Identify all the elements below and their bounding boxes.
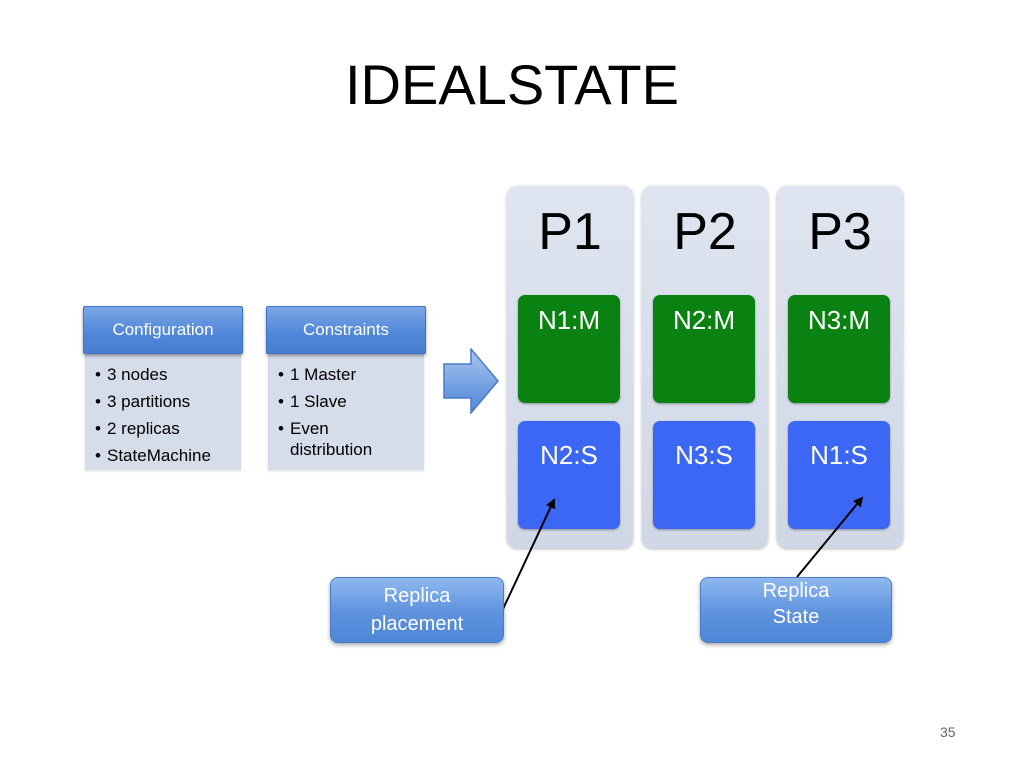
list-item: 3 partitions — [91, 391, 235, 412]
list-item: 1 Slave — [274, 391, 418, 412]
slave-replica-cell: N3:S — [653, 421, 755, 529]
partition-column-p1: P1 N1:M N2:S — [507, 186, 633, 548]
partition-label: P1 — [538, 203, 602, 261]
constraints-list: 1 Master 1 Slave Even distribution — [268, 354, 424, 470]
constraints-box: Constraints 1 Master 1 Slave Even distri… — [266, 306, 426, 470]
partition-column-p3: P3 N3:M N1:S — [777, 186, 903, 548]
master-replica-cell: N2:M — [653, 295, 755, 403]
list-item: 2 replicas — [91, 418, 235, 439]
list-item: 3 nodes — [91, 364, 235, 385]
partition-label: P3 — [808, 203, 872, 261]
list-item: StateMachine — [91, 445, 235, 466]
partition-column-p2: P2 N2:M N3:S — [642, 186, 768, 548]
replica-state-callout: Replica State — [700, 577, 892, 643]
page-number: 35 — [940, 724, 956, 740]
slave-replica-cell: N2:S — [518, 421, 620, 529]
master-replica-cell: N3:M — [788, 295, 890, 403]
configuration-list: 3 nodes 3 partitions 2 replicas StateMac… — [85, 354, 241, 470]
replica-placement-callout: Replica placement — [330, 577, 504, 643]
partition-label: P2 — [673, 203, 737, 261]
list-item: 1 Master — [274, 364, 418, 385]
master-replica-cell: N1:M — [518, 295, 620, 403]
list-item: Even distribution — [274, 418, 418, 460]
right-arrow-icon — [443, 348, 499, 414]
slide-title: IDEALSTATE — [344, 53, 679, 116]
slave-replica-cell: N1:S — [788, 421, 890, 529]
constraints-header: Constraints — [266, 306, 426, 354]
configuration-box: Configuration 3 nodes 3 partitions 2 rep… — [83, 306, 243, 470]
configuration-header: Configuration — [83, 306, 243, 354]
